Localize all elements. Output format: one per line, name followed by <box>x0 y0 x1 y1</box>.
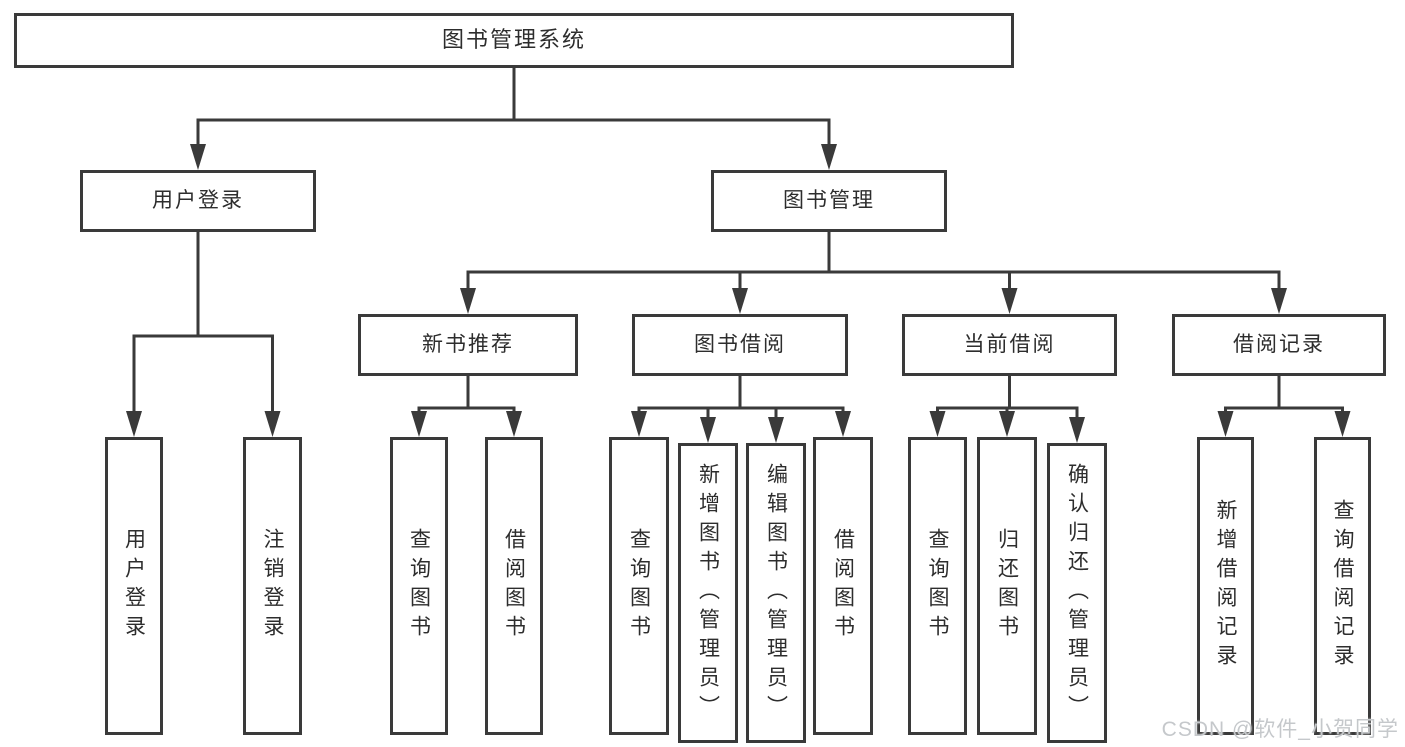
box-current-borrowing: 当前借阅 <box>902 314 1117 376</box>
box-new-book-recommendation: 新书推荐 <box>358 314 578 376</box>
connector-lines <box>132 66 1344 422</box>
box-query-books-recommend: 查询图书 <box>390 437 448 735</box>
box-borrow-books-recommend: 借阅图书 <box>485 437 543 735</box>
csdn-watermark: CSDN @软件_小贺同学 <box>1161 718 1399 741</box>
box-query-borrow-record: 查询借阅记录 <box>1314 437 1371 735</box>
box-query-books-current: 查询图书 <box>908 437 967 735</box>
box-library-management-system: 图书管理系统 <box>14 13 1014 68</box>
box-user-login: 用户登录 <box>80 170 316 232</box>
box-edit-book-admin: 编辑图书（管理员） <box>746 443 806 743</box>
arrowhead-icons <box>126 144 1351 443</box>
box-confirm-return-admin: 确认归还（管理员） <box>1047 443 1107 743</box>
box-book-borrowing: 图书借阅 <box>632 314 848 376</box>
box-borrowing-records: 借阅记录 <box>1172 314 1386 376</box>
box-query-books-borrowing: 查询图书 <box>609 437 669 735</box>
box-add-borrow-record: 新增借阅记录 <box>1197 437 1254 735</box>
box-user-login-action: 用户登录 <box>105 437 163 735</box>
box-logout: 注销登录 <box>243 437 302 735</box>
box-book-management: 图书管理 <box>711 170 947 232</box>
box-return-books: 归还图书 <box>977 437 1037 735</box>
box-borrow-books-borrowing: 借阅图书 <box>813 437 873 735</box>
box-add-book-admin: 新增图书（管理员） <box>678 443 738 743</box>
